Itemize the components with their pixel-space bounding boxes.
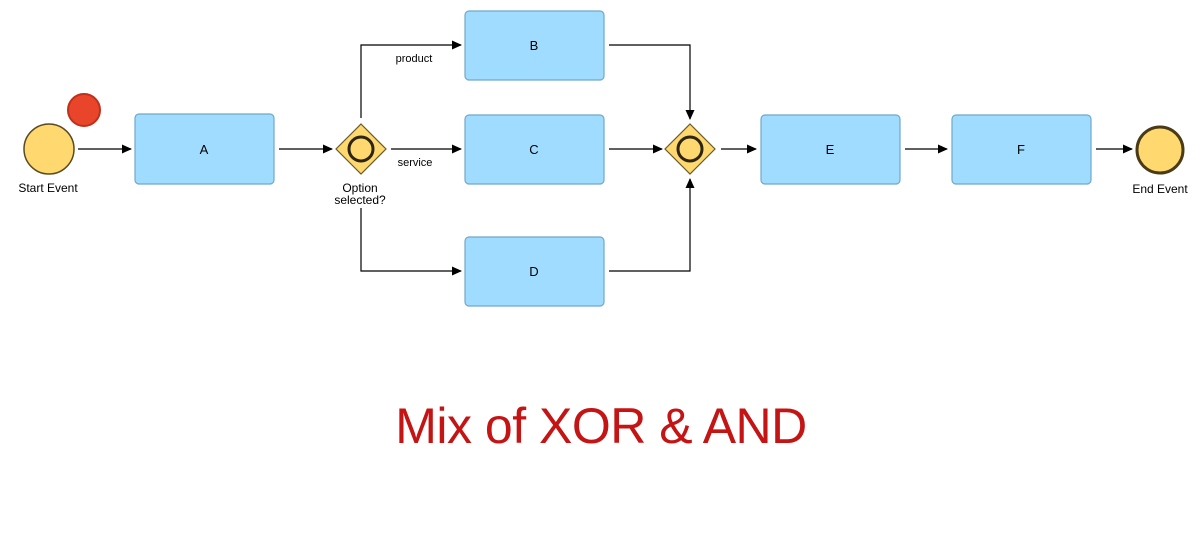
task-b[interactable]: B [464,10,605,81]
split-gateway-label-line2: selected? [334,193,386,207]
end-event-label: End Event [1132,182,1188,196]
split-gateway[interactable]: Option selected? [334,123,387,207]
task-c[interactable]: C [464,114,605,185]
flow-split-to-b[interactable] [360,40,462,118]
task-a-label: A [200,142,209,157]
task-e[interactable]: E [760,114,901,185]
end-event[interactable]: End Event [1132,125,1188,196]
join-gateway[interactable] [664,123,716,175]
task-f[interactable]: F [951,114,1092,185]
flow-d-to-join[interactable] [609,178,695,272]
flow-b-to-join[interactable] [609,44,695,120]
task-b-label: B [530,38,539,53]
task-b-box [464,10,605,81]
gateway-marker-icon [347,135,375,163]
start-event-label: Start Event [18,181,78,195]
task-d[interactable]: D [464,236,605,307]
task-c-label: C [529,142,538,157]
sequence-flows [78,40,1133,276]
gateway-diamond-icon [664,123,716,175]
split-gateway-label-line1: Option [342,181,377,195]
task-e-label: E [826,142,835,157]
task-c-box [464,114,605,185]
token-marker-icon [67,93,101,127]
start-event[interactable]: Start Event [18,123,78,195]
gateway-marker-icon [676,135,704,163]
task-a[interactable]: A [134,113,275,185]
task-d-box [464,236,605,307]
flow-split-to-d[interactable] [360,208,462,276]
edge-label-service: service [398,157,433,169]
task-d-label: D [529,264,538,279]
task-e-box [760,114,901,185]
gateway-diamond-icon [335,123,387,175]
diagram-title: Mix of XOR & AND [395,398,807,454]
end-event-icon [1135,125,1185,175]
task-f-box [951,114,1092,185]
edge-label-product: product [396,53,433,65]
task-f-label: F [1017,142,1025,157]
task-a-box [134,113,275,185]
start-event-icon [23,123,75,175]
